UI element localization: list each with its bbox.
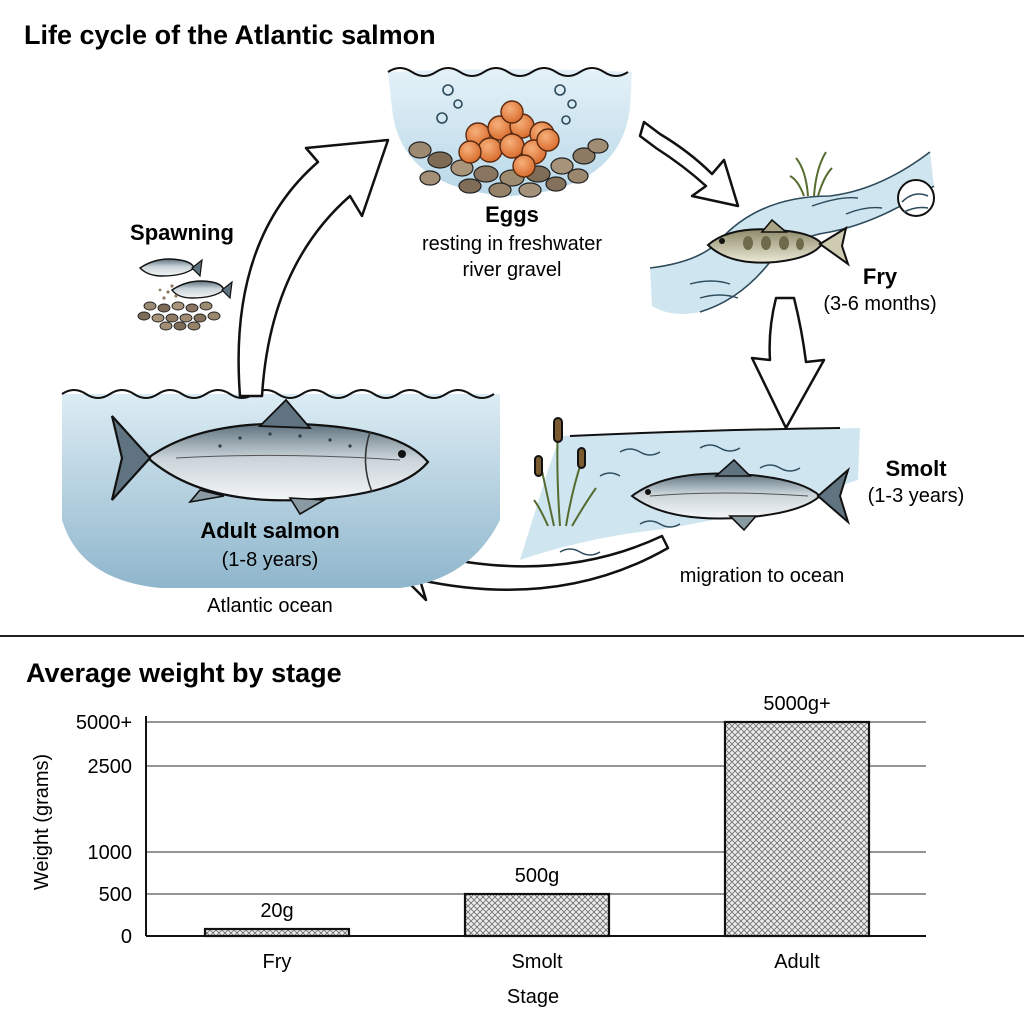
y-tick-label: 1000 [88, 842, 133, 864]
weight-bar-chart: 0 500 1000 2500 5000+ 20g 500g 5000g+ Fry Smolt… [31, 693, 926, 1008]
migration-label: migration to ocean [680, 565, 845, 587]
x-tick-label: Smolt [511, 951, 563, 973]
fry-label: Fry [863, 264, 898, 289]
ocean-label: Atlantic ocean [207, 595, 333, 617]
spawning-fish-icon [138, 258, 233, 300]
y-tick-label: 2500 [88, 756, 133, 778]
diagram-title: Life cycle of the Atlantic salmon [24, 20, 436, 50]
bar-value-label: 20g [260, 900, 293, 922]
x-tick-label: Fry [263, 951, 292, 973]
y-tick-label: 0 [121, 926, 132, 948]
gravel-pile [408, 138, 609, 198]
spawning-illustration [137, 258, 233, 331]
smolt-duration: (1-3 years) [868, 485, 965, 507]
eggs-description-line1: resting in freshwater [422, 233, 602, 255]
spawning-label: Spawning [130, 220, 234, 245]
spawning-gravel [137, 301, 221, 331]
chart-bars [203, 720, 871, 938]
bubble-icon [436, 84, 577, 125]
x-axis-ticks: Fry Smolt Adult [263, 951, 821, 973]
y-axis-ticks: 0 500 1000 2500 5000+ [76, 712, 132, 948]
smolt-illustration [520, 417, 860, 560]
salmon-eggs [458, 100, 560, 178]
eggs-label: Eggs [485, 202, 539, 227]
arrow-fry-to-smolt [750, 296, 826, 430]
bar-fry [203, 927, 351, 938]
fry-illustration [649, 151, 935, 314]
bar-smolt [463, 892, 611, 938]
bar-value-label: 500g [515, 865, 560, 887]
adult-label: Adult salmon [200, 518, 339, 543]
grass-icon [789, 151, 833, 197]
bar-adult [723, 720, 871, 938]
x-tick-label: Adult [774, 951, 820, 973]
chart-title: Average weight by stage [26, 658, 342, 688]
fry-fish [706, 218, 850, 267]
bar-value-label: 5000g+ [763, 693, 830, 715]
y-axis-label: Weight (grams) [31, 754, 53, 890]
smolt-label: Smolt [885, 456, 947, 481]
chart-bar-labels: 20g 500g 5000g+ [260, 693, 830, 922]
x-axis-label: Stage [507, 986, 559, 1008]
adult-fish [110, 398, 430, 516]
y-tick-label: 5000+ [76, 712, 132, 734]
reeds-icon [533, 417, 597, 527]
pebble-icon [897, 179, 935, 217]
eggs-description-line2: river gravel [463, 259, 562, 281]
adult-illustration [61, 389, 500, 588]
arrow-adult-to-eggs [237, 138, 390, 398]
eggs-illustration [387, 67, 632, 198]
y-tick-label: 500 [99, 884, 132, 906]
arrow-eggs-to-fry [638, 120, 740, 208]
fry-duration: (3-6 months) [823, 293, 936, 315]
adult-duration: (1-8 years) [222, 549, 319, 571]
smolt-fish [630, 458, 850, 532]
